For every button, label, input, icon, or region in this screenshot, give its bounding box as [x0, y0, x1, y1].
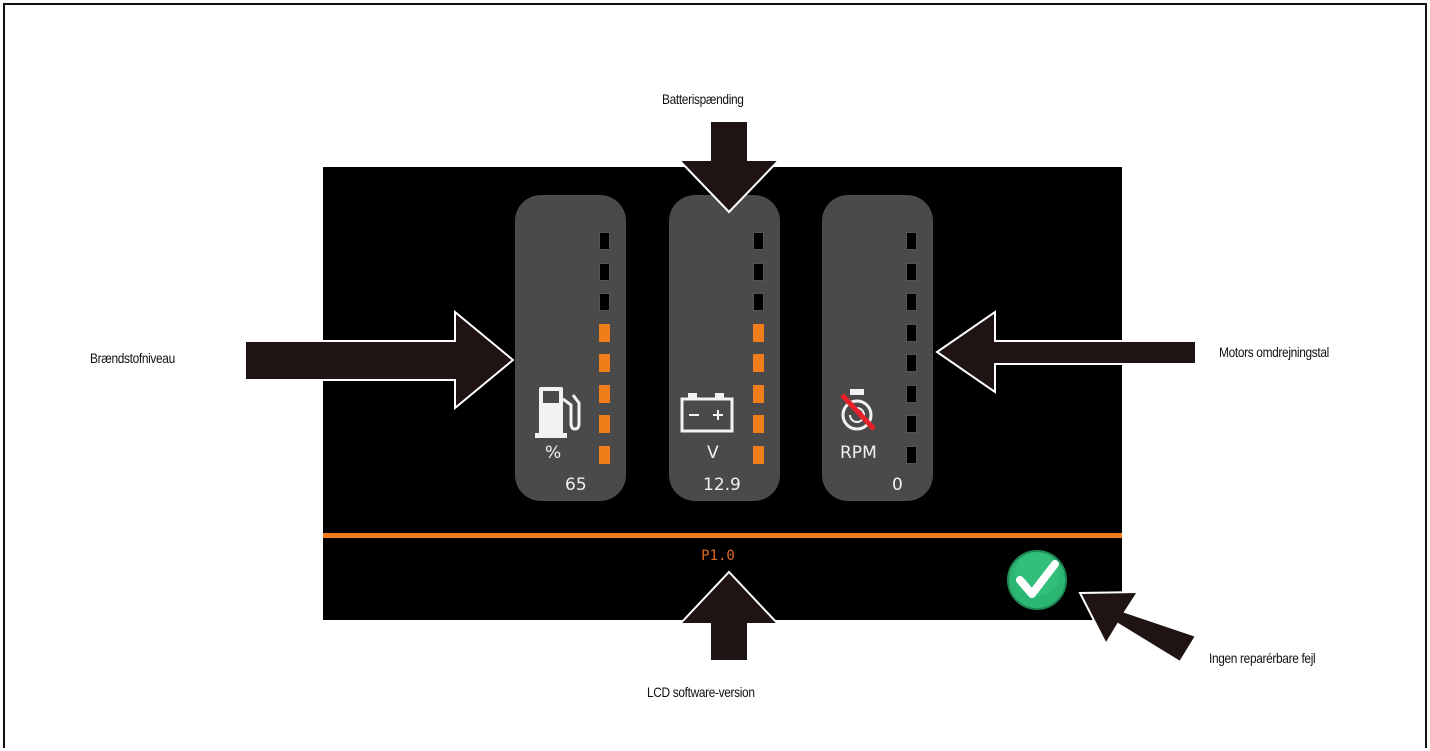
- rpm-value: 0: [892, 475, 903, 495]
- level-segment: [753, 293, 764, 311]
- battery-icon: [680, 393, 734, 433]
- callout-no-faults: Ingen reparérbare fejl: [1209, 650, 1316, 666]
- level-segment: [599, 293, 610, 311]
- diagram-frame: [3, 3, 1427, 748]
- callout-engine-rpm: Motors omdrejningstal: [1219, 344, 1329, 360]
- level-segment: [906, 445, 917, 464]
- level-segment: [753, 354, 764, 372]
- level-segment: [599, 232, 610, 250]
- fuel-pump-icon: [535, 387, 581, 438]
- level-segment: [906, 415, 917, 433]
- level-segment: [906, 262, 917, 281]
- level-segment: [599, 354, 610, 372]
- level-segment: [906, 323, 917, 342]
- level-segment: [599, 323, 610, 342]
- arrow-fuel-level: [244, 309, 515, 411]
- level-segment: [753, 445, 764, 464]
- battery-gauge: V 12.9: [669, 195, 780, 501]
- level-segment: [753, 262, 764, 281]
- arrow-no-faults: [1078, 590, 1198, 664]
- callout-fuel-level: Brændstofniveau: [90, 350, 175, 366]
- arrow-engine-rpm: [935, 310, 1197, 394]
- arrow-battery-voltage: [676, 120, 782, 214]
- callout-battery-voltage: Batterispænding: [662, 91, 744, 107]
- callout-lcd-version: LCD software-version: [647, 684, 755, 700]
- level-segment: [906, 232, 917, 250]
- level-segment: [753, 384, 764, 403]
- level-segment: [753, 415, 764, 433]
- level-segment: [599, 445, 610, 464]
- engine-off-icon: [840, 389, 876, 431]
- fuel-gauge: % 65: [515, 195, 626, 501]
- level-segment: [906, 354, 917, 372]
- level-segment: [599, 415, 610, 433]
- rpm-gauge: RPM 0: [822, 195, 933, 501]
- battery-unit: V: [707, 443, 719, 463]
- battery-value: 12.9: [703, 475, 741, 495]
- orange-divider: [323, 533, 1122, 538]
- checkmark-icon: [1007, 550, 1067, 610]
- rpm-unit: RPM: [840, 443, 877, 463]
- level-segment: [599, 262, 610, 281]
- fuel-unit: %: [545, 443, 562, 463]
- software-version: P1.0: [701, 548, 735, 564]
- fuel-value: 65: [565, 475, 587, 495]
- level-segment: [753, 232, 764, 250]
- level-segment: [599, 384, 610, 403]
- level-segment: [906, 384, 917, 403]
- level-segment: [906, 293, 917, 311]
- arrow-lcd-version: [677, 570, 781, 662]
- level-segment: [753, 323, 764, 342]
